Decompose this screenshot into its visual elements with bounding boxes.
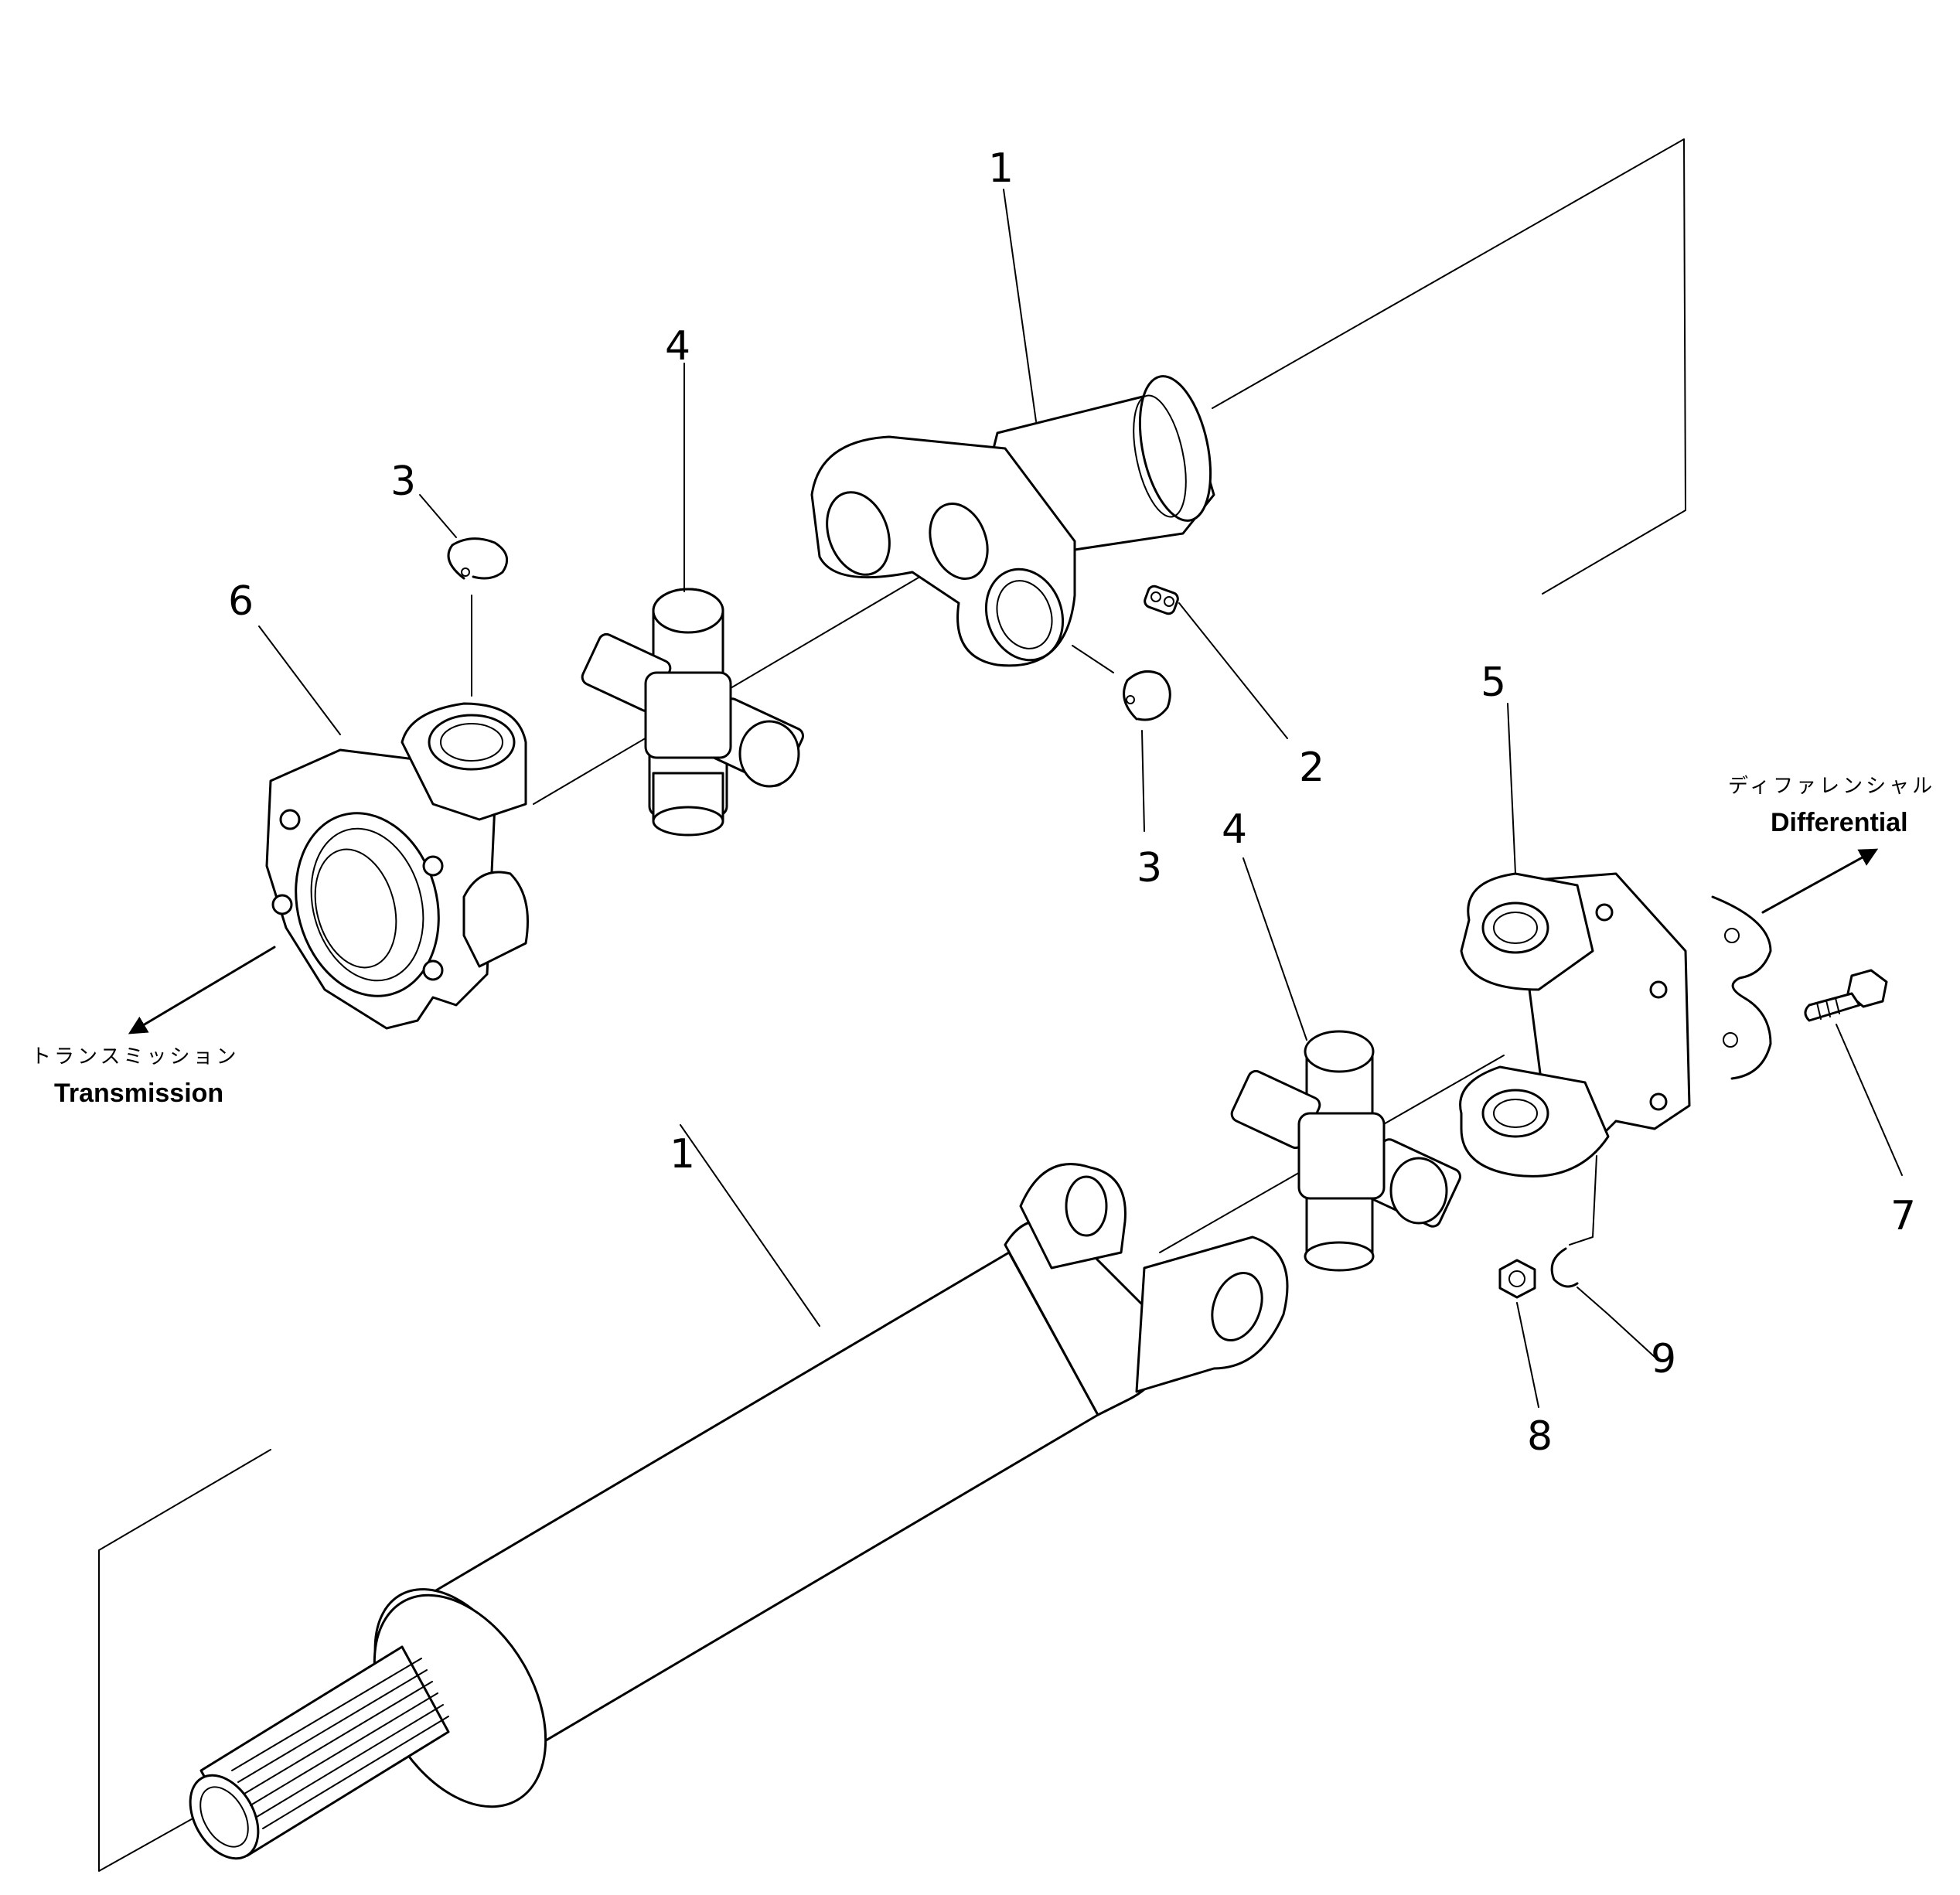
callout-9: 9 [1651, 1336, 1676, 1382]
arrow-down-left-icon [128, 946, 276, 1034]
differential-label: Differential [1771, 808, 1908, 837]
universal-joint-cross-top [581, 588, 804, 837]
flange-yoke [1459, 872, 1691, 1178]
callout-6: 6 [228, 578, 254, 625]
frame-lines [98, 138, 1686, 1872]
callout-8: 8 [1527, 1413, 1553, 1460]
snap-ring-left [447, 537, 509, 580]
callout-2: 2 [1299, 745, 1324, 791]
lock-washer [1550, 1247, 1579, 1288]
transmission-label-jp: トランスミッション [31, 1045, 239, 1068]
callout-4-top: 4 [665, 323, 690, 370]
universal-joint-cross-bottom [1230, 1030, 1461, 1272]
bolt [1804, 969, 1888, 1022]
differential-label-jp: ディファレンシャル [1728, 775, 1935, 798]
drive-shaft-tube [189, 1163, 1289, 1860]
callout-4-bottom: 4 [1222, 806, 1247, 853]
callout-3-left: 3 [390, 458, 416, 505]
companion-flange [265, 702, 529, 1030]
leader-lines [258, 189, 1903, 1408]
transmission-label: Transmission [54, 1079, 223, 1108]
snap-ring-mid [1123, 670, 1171, 721]
callout-3-mid: 3 [1137, 845, 1162, 891]
arrow-up-right-icon [1761, 848, 1879, 914]
callout-5: 5 [1481, 660, 1506, 706]
slip-yoke-top [810, 375, 1215, 667]
grease-nipple [1144, 585, 1179, 615]
lock-plate [1711, 895, 1772, 1080]
nut [1498, 1259, 1536, 1299]
callout-1-bottom: 1 [670, 1131, 695, 1178]
callout-7: 7 [1890, 1193, 1916, 1239]
spline-teeth [231, 1658, 449, 1829]
callout-1-top: 1 [988, 145, 1014, 192]
